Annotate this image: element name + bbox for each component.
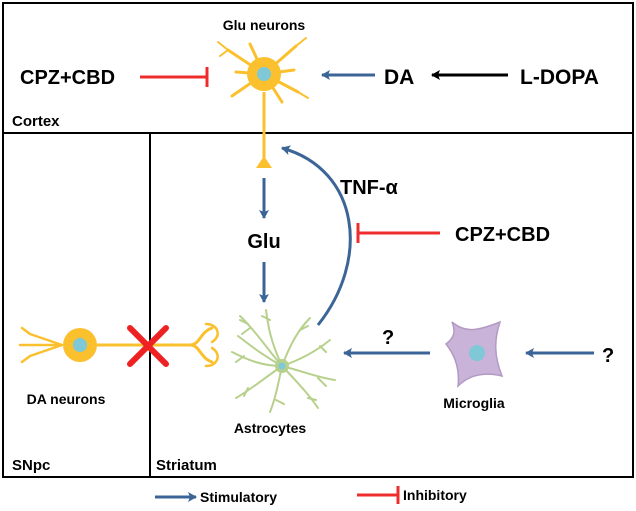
legend-stimulatory-label: Stimulatory [200, 489, 277, 505]
cpz-cbd-top-label: CPZ+CBD [20, 67, 115, 89]
astrocytes-label: Astrocytes [234, 420, 307, 436]
glu-neurons-label: Glu neurons [223, 17, 306, 33]
tnf-alpha-label: TNF-α [340, 177, 399, 199]
glu-neuron-icon [217, 37, 309, 168]
microglia-icon [444, 320, 504, 389]
legend-inhibitory-symbol [357, 486, 400, 504]
inhibitory-arrow-top [140, 67, 209, 87]
da-neuron-icon [18, 322, 219, 368]
lower-region-box [2, 132, 634, 478]
question-right-label: ? [602, 345, 614, 367]
glu-label: Glu [247, 231, 280, 253]
legend-inhibitory-label: Inhibitory [403, 487, 467, 503]
l-dopa-label: L-DOPA [520, 66, 599, 89]
microglia-label: Microglia [443, 395, 505, 411]
astrocyte-icon [231, 309, 336, 413]
da-label: DA [384, 66, 414, 89]
tnf-alpha-arrow [281, 145, 352, 326]
cpz-cbd-middle-label: CPZ+CBD [455, 224, 550, 246]
snpc-label: SNpc [12, 457, 50, 474]
question-left-label: ? [382, 327, 394, 349]
da-neurons-label: DA neurons [27, 391, 106, 407]
inhibitory-arrow-middle [356, 223, 440, 243]
legend: Stimulatory Inhibitory [155, 486, 467, 505]
block-x-icon [127, 325, 169, 367]
cortex-label: Cortex [12, 113, 60, 130]
striatum-label: Striatum [156, 457, 217, 474]
